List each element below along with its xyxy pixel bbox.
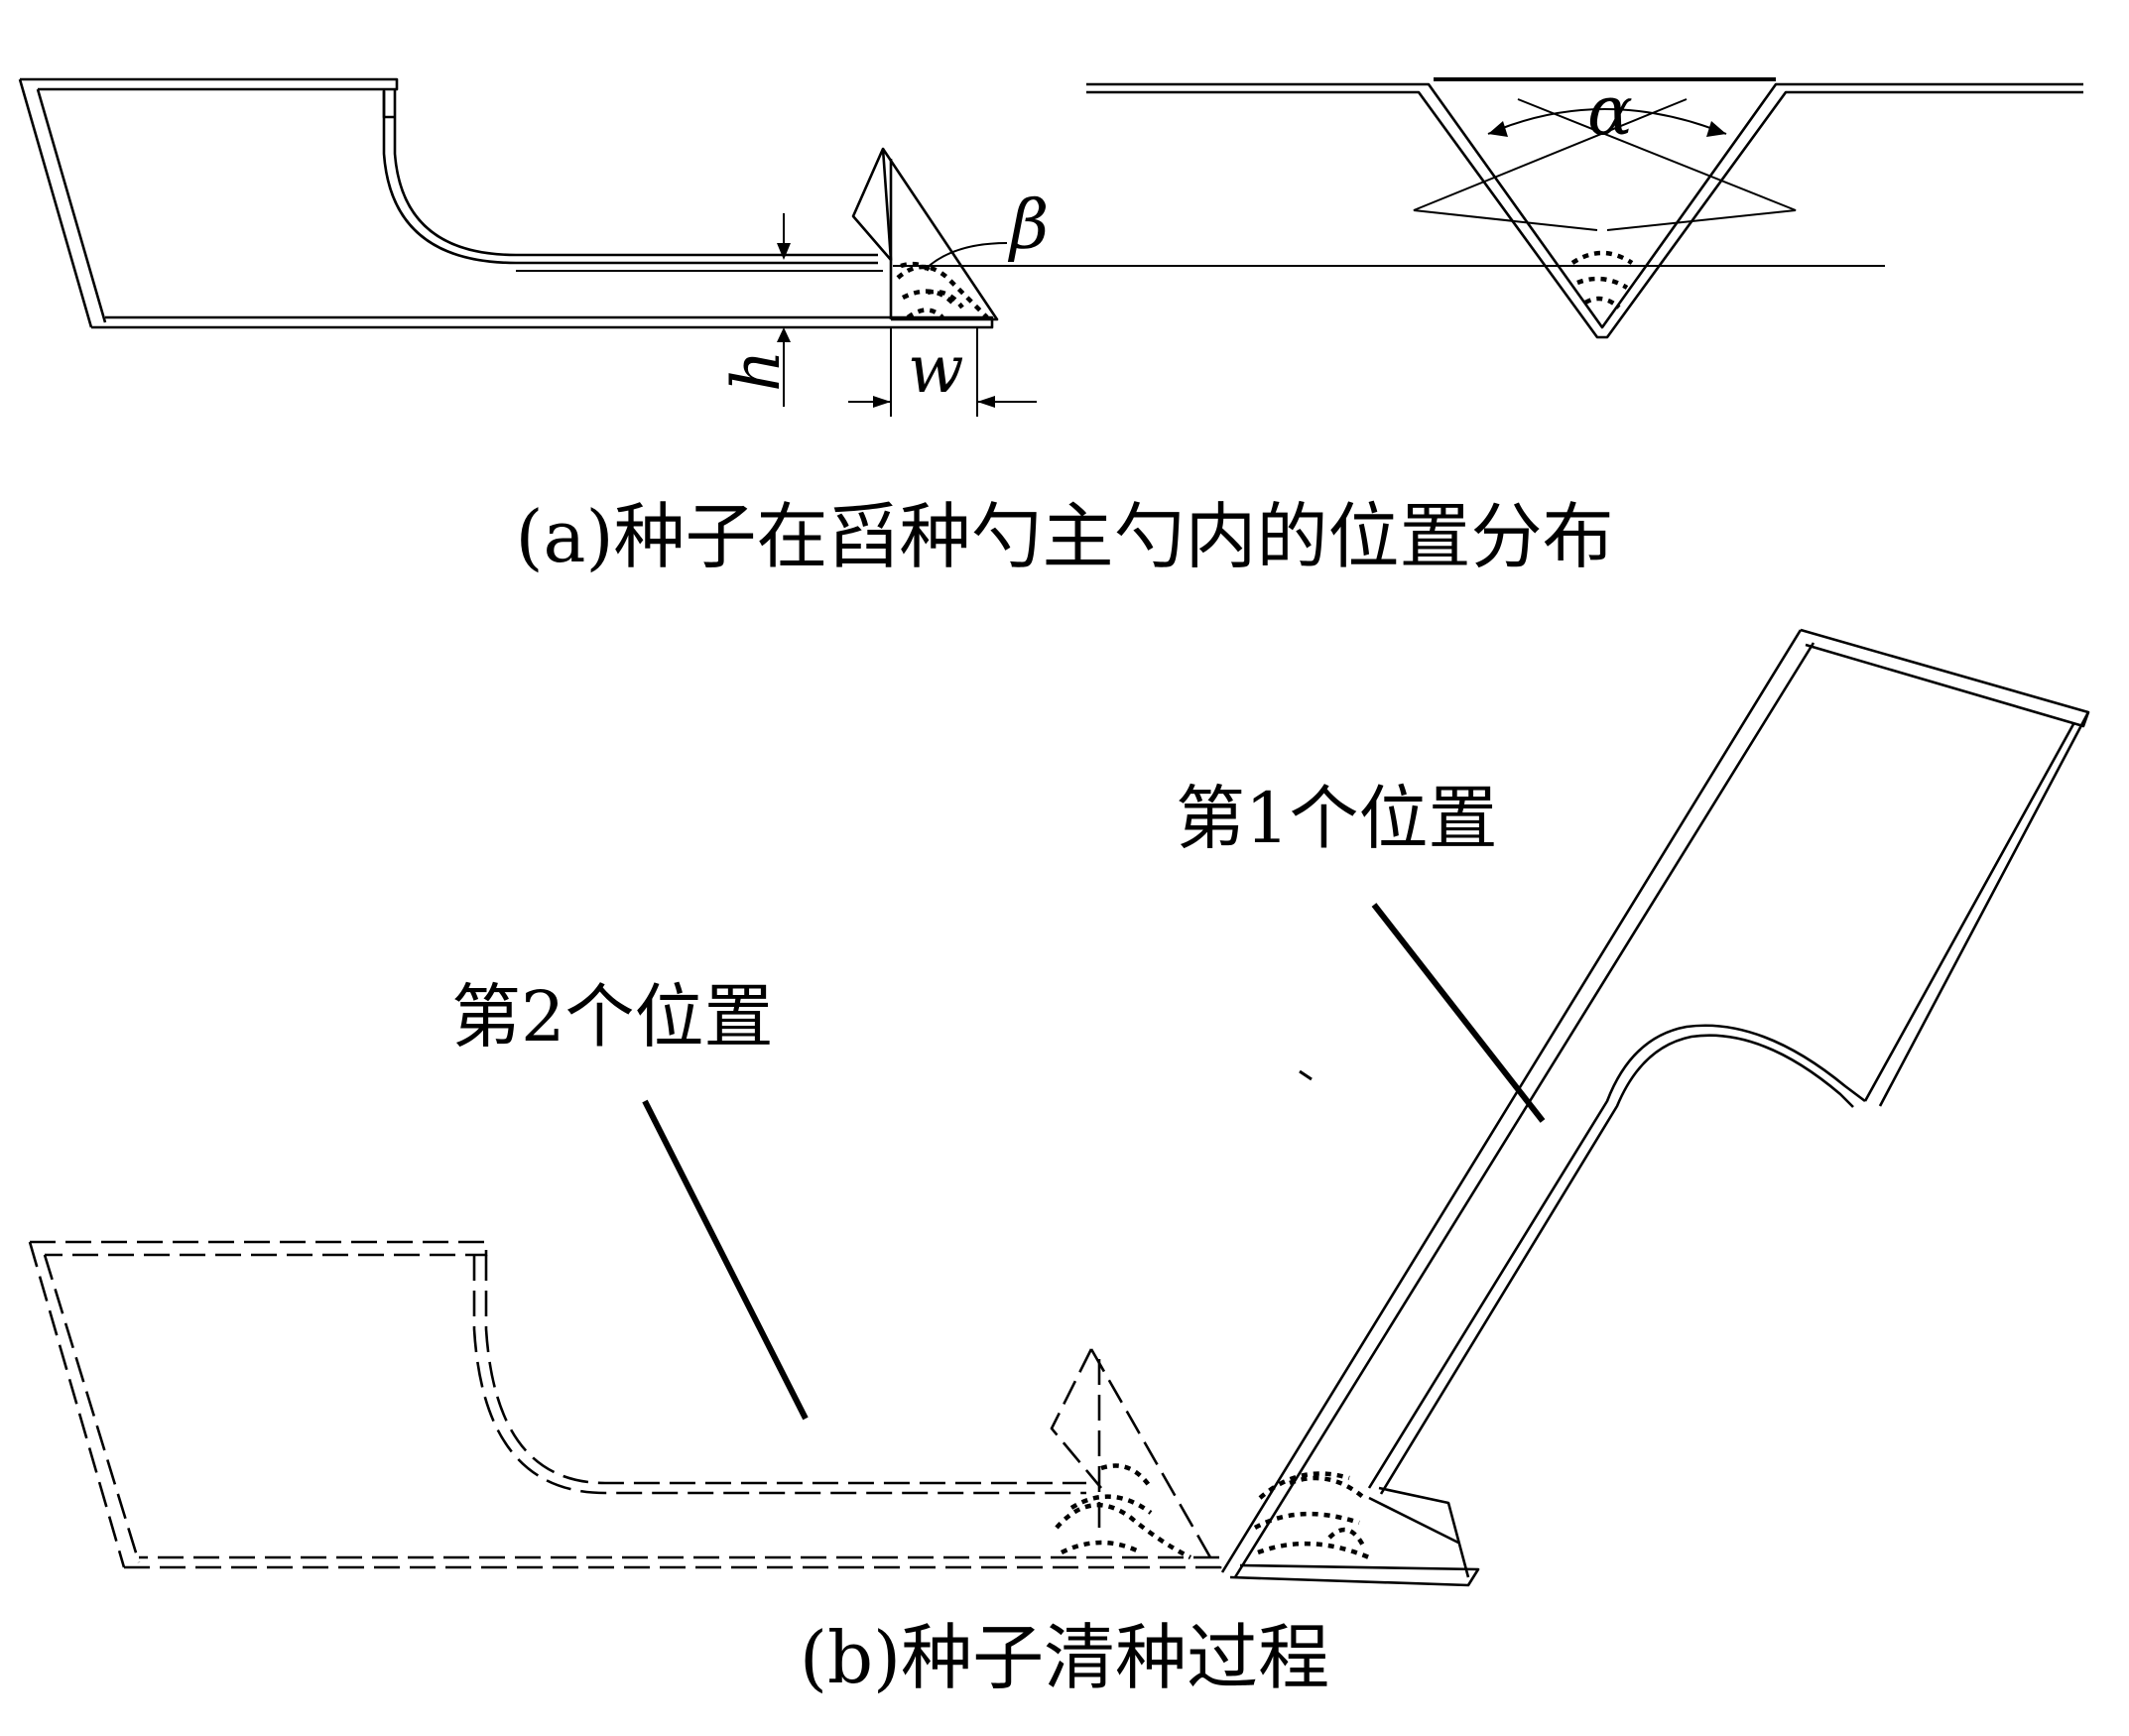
w-label: w [908,331,964,408]
beta-label: β [1007,186,1049,265]
spoon-cross-section: α [1086,72,2083,339]
beta-leader [924,242,1008,271]
spoon-position-1 [1220,628,2090,1587]
spoon-side-view [18,77,994,329]
label-position-2: 第2个位置 [451,976,774,1057]
stray-mark [1299,1069,1313,1081]
leader-position-1 [1371,903,1546,1123]
label-position-1: 第1个位置 [1176,778,1498,859]
alpha-label: α [1587,72,1633,151]
caption-b: (b)种子清种过程 [799,1616,1330,1699]
caption-a: (a)种子在舀种勺主勺内的位置分布 [515,495,1614,578]
w-dimension: w [848,327,1037,417]
h-dimension: h [718,213,795,407]
spoon-position-2 [28,1240,1222,1569]
flap-and-seeds-a [851,147,999,321]
leader-position-2 [642,1099,809,1421]
h-label: h [718,349,795,392]
